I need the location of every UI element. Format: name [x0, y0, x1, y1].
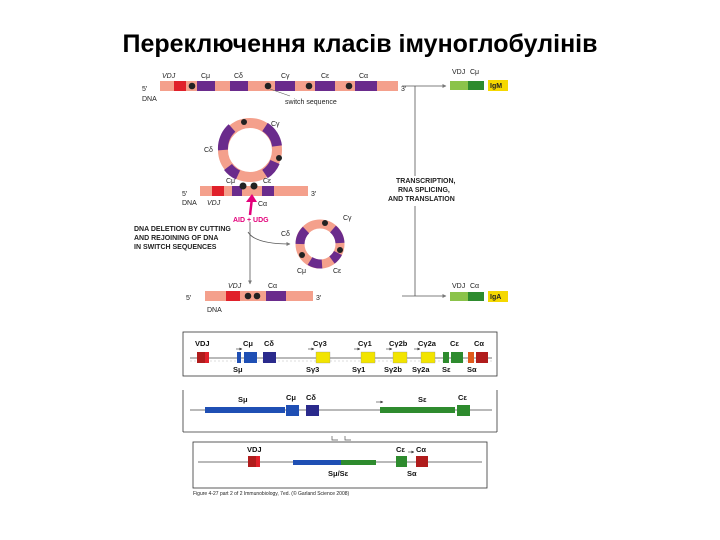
- svg-text:Sε: Sε: [418, 395, 427, 404]
- bottom-row3: VDJ Cε Cα Sμ/Sε Sα: [192, 441, 488, 489]
- deletion-note: DNA DELETION BY CUTTING AND REJOINING OF…: [134, 222, 252, 285]
- svg-text:Cμ: Cμ: [297, 268, 306, 275]
- c-epsilon-gene: [315, 81, 335, 91]
- vdj-segment: [174, 81, 186, 91]
- process-line3: AND TRANSLATION: [388, 196, 455, 203]
- svg-text:Cε: Cε: [333, 268, 341, 275]
- iga-badge: [488, 291, 508, 302]
- svg-text:Cγ: Cγ: [343, 215, 352, 222]
- svg-text:5′: 5′: [182, 191, 188, 198]
- process-line1: TRANSCRIPTION,: [396, 178, 456, 185]
- svg-text:Sμ/Sε: Sμ/Sε: [328, 469, 349, 478]
- svg-text:Cγ: Cγ: [271, 121, 280, 128]
- top-row1-dna: 5′ 3′ DNA VDJ Cμ Cδ Cγ Cε Cα switch sequ…: [142, 73, 407, 106]
- svg-text:Cμ: Cμ: [226, 178, 235, 185]
- svg-text:Cμ: Cμ: [470, 69, 479, 76]
- svg-text:Cα: Cα: [470, 283, 479, 290]
- svg-text:Cδ: Cδ: [204, 147, 213, 154]
- svg-text:Cα: Cα: [268, 283, 277, 290]
- mrna-iga: VDJ Cα IgA: [450, 283, 508, 302]
- svg-text:Sα: Sα: [407, 469, 417, 478]
- process-line2: RNA SPLICING,: [398, 187, 450, 194]
- svg-text:Cμ: Cμ: [286, 393, 296, 402]
- c-delta-gene: [230, 81, 248, 91]
- svg-text:DNA DELETION BY CUTTING: DNA DELETION BY CUTTING: [134, 226, 231, 233]
- svg-text:Cα: Cα: [416, 445, 426, 454]
- svg-text:Cγ2a: Cγ2a: [418, 339, 437, 348]
- svg-text:VDJ: VDJ: [228, 283, 242, 290]
- switch-dot: [188, 82, 196, 90]
- svg-text:Sε: Sε: [442, 365, 451, 374]
- switch-dot: [264, 82, 272, 90]
- figure-caption: Figure 4-27 part 2 of 2 Immunobiology, 7…: [193, 490, 350, 497]
- svg-text:VDJ: VDJ: [207, 200, 221, 207]
- vdj-label: VDJ: [162, 73, 176, 80]
- svg-text:Sγ2b: Sγ2b: [384, 365, 402, 374]
- excised-circle: Cγ Cδ Cμ Cε: [247, 215, 352, 275]
- svg-text:5′: 5′: [186, 295, 192, 302]
- bottom-row1: VDJ Cμ Cδ Cγ3 Cγ1 Cγ2b Cγ2a Cε Cα Sμ Sγ3…: [182, 331, 498, 377]
- svg-text:Cδ: Cδ: [264, 339, 274, 348]
- c-mu-gene: [197, 81, 215, 91]
- svg-text:DNA: DNA: [182, 200, 197, 207]
- svg-text:Cδ: Cδ: [281, 231, 290, 238]
- svg-text:DNA: DNA: [207, 307, 222, 314]
- svg-text:Sμ: Sμ: [233, 365, 243, 374]
- transcription-arrows: TRANSCRIPTION, RNA SPLICING, AND TRANSLA…: [382, 84, 470, 298]
- c-alpha-gene: [355, 81, 377, 91]
- c-gamma-gene: [275, 81, 295, 91]
- switch-loop: Cγ Cδ Cμ Cε 5′ 3′ DNA VDJ Cα AID + UDG: [182, 118, 317, 224]
- svg-text:Sγ2a: Sγ2a: [412, 365, 430, 374]
- aid-udg-label: AID + UDG: [233, 217, 269, 224]
- svg-text:3′: 3′: [311, 191, 317, 198]
- c-gamma-label: Cγ: [281, 73, 290, 80]
- svg-text:Cε: Cε: [458, 393, 467, 402]
- mrna-igm: VDJ Cμ IgM: [450, 69, 508, 91]
- svg-text:Cα: Cα: [258, 201, 267, 208]
- bottom-row2: Sμ Cμ Cδ Sε Cε: [182, 390, 498, 441]
- c-alpha-label: Cα: [359, 73, 368, 80]
- svg-text:VDJ: VDJ: [195, 339, 210, 348]
- c-delta-label: Cδ: [234, 73, 243, 80]
- svg-text:Cα: Cα: [474, 339, 484, 348]
- svg-text:Cδ: Cδ: [306, 393, 316, 402]
- svg-text:IN SWITCH SEQUENCES: IN SWITCH SEQUENCES: [134, 244, 217, 251]
- igm-label: IgM: [490, 83, 502, 90]
- top-row3-dna: 5′ 3′ DNA VDJ Cα: [186, 283, 322, 314]
- svg-text:Sγ1: Sγ1: [352, 365, 365, 374]
- c-mu-label: Cμ: [201, 73, 210, 80]
- svg-text:Cγ2b: Cγ2b: [389, 339, 408, 348]
- svg-text:Cμ: Cμ: [243, 339, 253, 348]
- three-prime-label: 3′: [401, 86, 407, 93]
- switch-dot: [345, 82, 353, 90]
- iga-label: IgA: [490, 294, 501, 301]
- svg-text:VDJ: VDJ: [247, 445, 262, 454]
- svg-text:Sγ3: Sγ3: [306, 365, 319, 374]
- svg-text:Sμ: Sμ: [238, 395, 248, 404]
- svg-text:AND REJOINING OF DNA: AND REJOINING OF DNA: [134, 235, 218, 242]
- svg-text:Cε: Cε: [396, 445, 405, 454]
- dna-label: DNA: [142, 96, 157, 103]
- svg-text:Cγ1: Cγ1: [358, 339, 372, 348]
- svg-text:Cε: Cε: [450, 339, 459, 348]
- switch-sequence-label: switch sequence: [285, 99, 337, 106]
- svg-text:Cε: Cε: [263, 178, 271, 185]
- igm-badge: [488, 80, 508, 91]
- svg-text:3′: 3′: [316, 295, 322, 302]
- svg-text:Cγ3: Cγ3: [313, 339, 327, 348]
- page-title: Переключення класів імуноглобулінів: [122, 30, 598, 58]
- c-epsilon-label: Cε: [321, 73, 329, 80]
- svg-text:VDJ: VDJ: [452, 283, 465, 290]
- svg-text:VDJ: VDJ: [452, 69, 465, 76]
- switch-dot: [305, 82, 313, 90]
- five-prime-label: 5′: [142, 86, 148, 93]
- svg-text:Sα: Sα: [467, 365, 477, 374]
